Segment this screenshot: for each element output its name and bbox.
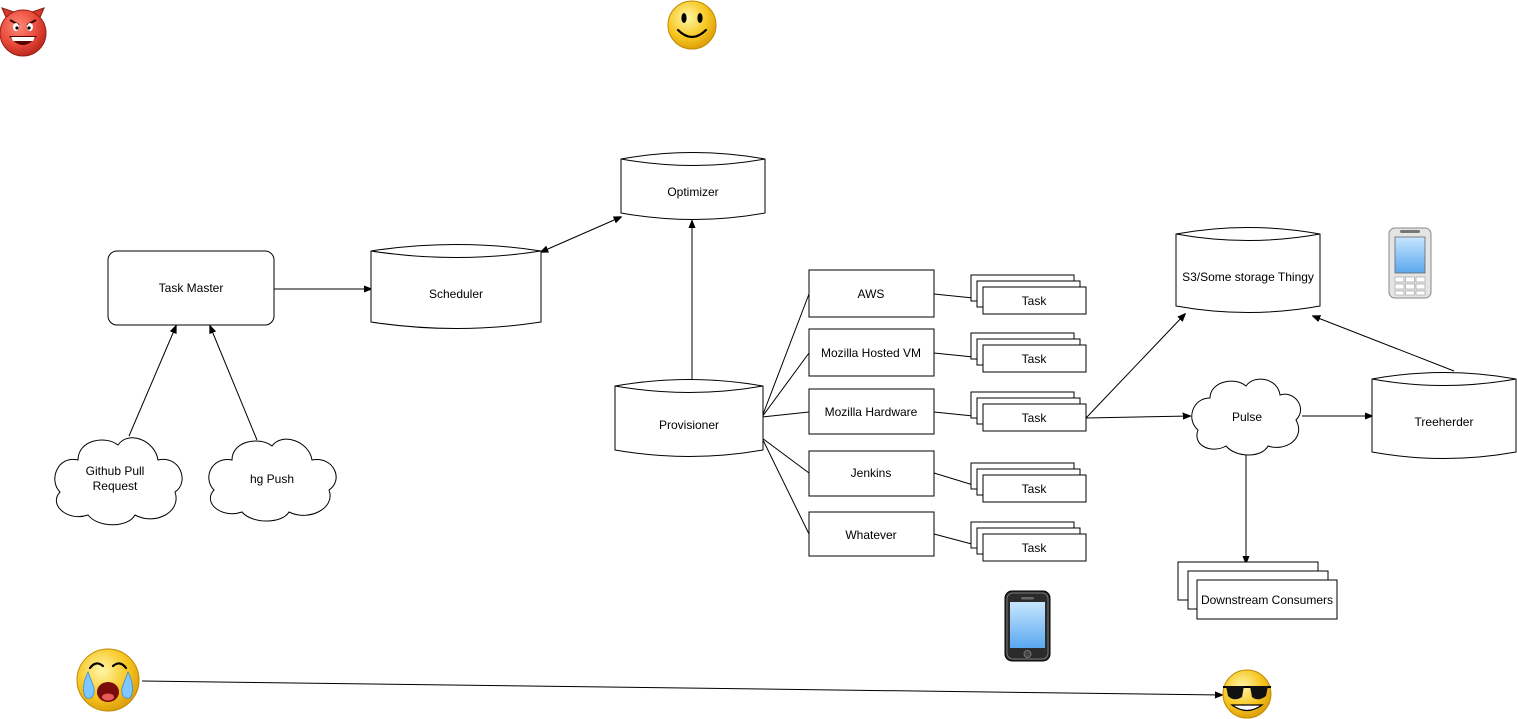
edge-hgpush-taskmaster [210, 326, 258, 441]
downstream-consumers-label: Downstream Consumers [1201, 593, 1333, 607]
edge-provisioner-aws [761, 293, 810, 418]
edge-task-s3 [1085, 314, 1185, 419]
worker-mozilla-hosted-vm-label: Mozilla Hosted VM [821, 346, 921, 360]
worker-mozilla-hardware[interactable]: Mozilla Hardware [808, 388, 935, 435]
provisioner-label: Provisioner [659, 418, 719, 432]
task-stack-whatever[interactable]: Task [970, 521, 1087, 562]
worker-jenkins[interactable]: Jenkins [808, 450, 935, 497]
edge-scheduler-optimizer [541, 217, 621, 252]
task-label: Task [1022, 482, 1048, 496]
treeherder-label: Treeherder [1415, 415, 1474, 429]
task-master-node[interactable]: Task Master [107, 250, 275, 326]
worker-jenkins-label: Jenkins [851, 466, 892, 480]
edge-provisioner-hostedvm [761, 352, 810, 418]
worker-whatever-label: Whatever [845, 528, 896, 542]
task-stack-jenkins[interactable]: Task [970, 462, 1087, 503]
edge-provisioner-jenkins [761, 437, 810, 474]
hg-push-label: hg Push [250, 472, 294, 486]
hg-push-cloud[interactable]: hg Push [208, 438, 337, 522]
task-stack-hardware[interactable]: Task [970, 391, 1087, 432]
edge-github-taskmaster [128, 326, 176, 437]
edge-crying-to-cool [141, 680, 1222, 695]
edge-treeherder-s3 [1313, 316, 1455, 372]
github-pull-request-cloud[interactable]: Github Pull Request [54, 437, 183, 526]
devil-emoji-icon [0, 7, 47, 57]
worker-aws-label: AWS [858, 287, 885, 301]
worker-mozilla-hardware-label: Mozilla Hardware [825, 405, 918, 419]
treeherder-node[interactable]: Treeherder [1371, 372, 1517, 459]
task-master-label: Task Master [159, 281, 224, 295]
task-stack-hosted-vm[interactable]: Task [970, 332, 1087, 373]
worker-aws[interactable]: AWS [808, 269, 935, 318]
edge-provisioner-whatever [761, 437, 810, 535]
scheduler-label: Scheduler [429, 287, 483, 301]
downstream-consumers-stack[interactable]: Downstream Consumers [1177, 561, 1338, 620]
s3-storage-node[interactable]: S3/Some storage Thingy [1175, 227, 1321, 313]
pulse-label: Pulse [1232, 410, 1262, 424]
provisioner-node[interactable]: Provisioner [614, 379, 764, 457]
smartphone-icon [1004, 590, 1051, 662]
pulse-cloud[interactable]: Pulse [1191, 378, 1302, 456]
edge-task-pulse [1085, 416, 1190, 418]
github-pull-request-label-line2: Request [93, 479, 138, 493]
task-label: Task [1022, 541, 1048, 555]
feature-phone-icon [1388, 227, 1432, 299]
github-pull-request-label-line1: Github Pull [86, 464, 145, 478]
smiley-emoji-icon [667, 0, 717, 50]
worker-whatever[interactable]: Whatever [808, 511, 935, 557]
scheduler-node[interactable]: Scheduler [370, 244, 542, 329]
task-stack-aws[interactable]: Task [970, 274, 1087, 315]
crying-emoji-icon [76, 648, 140, 712]
sunglasses-emoji-icon [1222, 669, 1272, 719]
optimizer-label: Optimizer [667, 185, 718, 199]
task-label: Task [1022, 352, 1048, 366]
task-label: Task [1022, 294, 1048, 308]
task-label: Task [1022, 411, 1048, 425]
edge-provisioner-hardware [761, 411, 810, 418]
worker-mozilla-hosted-vm[interactable]: Mozilla Hosted VM [808, 328, 935, 377]
s3-storage-label: S3/Some storage Thingy [1182, 270, 1314, 284]
optimizer-node[interactable]: Optimizer [620, 152, 766, 220]
